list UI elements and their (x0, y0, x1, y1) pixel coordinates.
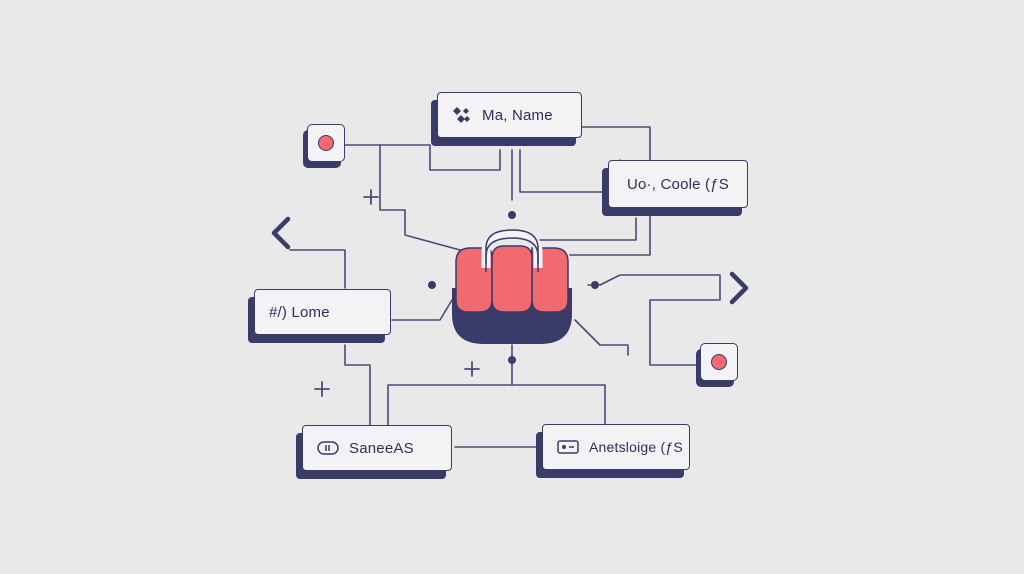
status-dot-node-top-left[interactable] (307, 124, 345, 162)
node-label: #/) Lome (269, 303, 330, 321)
basket-hub-icon[interactable] (448, 228, 576, 350)
node-label: Ma, Name (482, 106, 553, 124)
node-card-left[interactable]: #/) Lome (254, 289, 391, 335)
node-label: SaneeAS (349, 439, 414, 457)
status-dot-node-right[interactable] (700, 343, 738, 381)
node-card-bottom-left[interactable]: SaneeAS (302, 425, 452, 471)
grid-diamond-icon (452, 106, 472, 124)
node-label: Anetsloige (ƒS (589, 439, 683, 455)
red-dot-icon (711, 354, 727, 370)
node-card-bottom-right[interactable]: Anetsloige (ƒS (542, 424, 690, 470)
node-card-right[interactable]: Uo·, Coole (ƒS (608, 160, 748, 208)
chevron-right-icon[interactable] (724, 270, 754, 310)
node-label: Uo·, Coole (ƒS (626, 175, 729, 193)
chevron-left-icon[interactable] (266, 215, 296, 255)
toggle-pill-icon (317, 441, 339, 455)
red-dot-icon (318, 135, 334, 151)
node-card-top[interactable]: Ma, Name (437, 92, 582, 138)
card-icon (557, 440, 579, 454)
